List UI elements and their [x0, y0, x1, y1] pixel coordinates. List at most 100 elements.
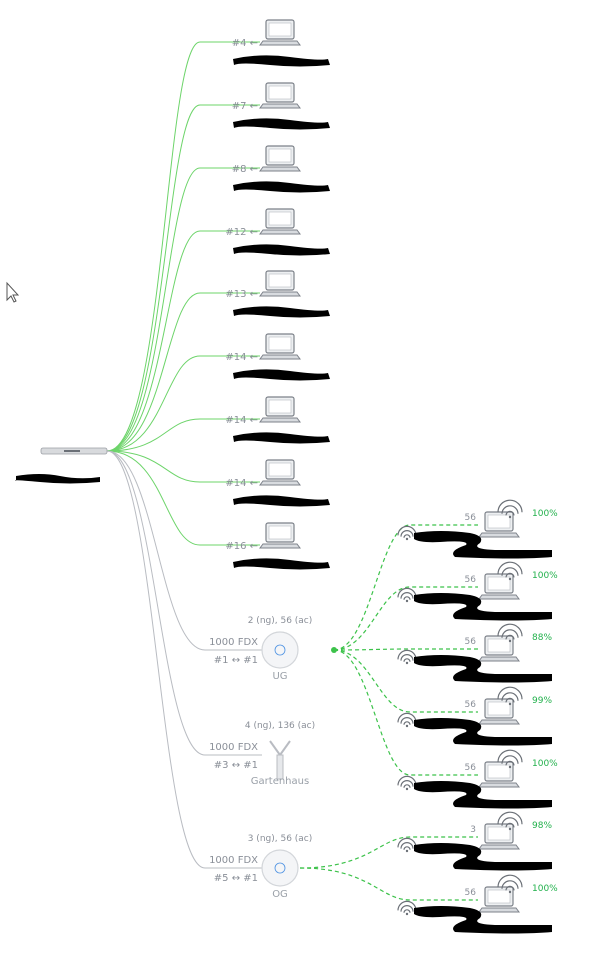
redacted-client-name: [233, 306, 330, 318]
wireless-link: [333, 649, 478, 776]
ap-client-count: 3 (ng), 56 (ac): [248, 834, 313, 844]
wireless-signal-strength: 98%: [532, 821, 552, 831]
wifi-signal-icon: [497, 811, 523, 831]
laptop-wifi-icon: [478, 823, 520, 850]
laptop-icon: [259, 459, 301, 486]
root-switch[interactable]: [15, 447, 108, 484]
ap-link-speed: 1000 FDX: [209, 637, 258, 648]
wifi-signal-icon: [497, 561, 523, 581]
ap-og[interactable]: 3 (ng), 56 (ac)1000 FDX#5 ↔ #1OG: [209, 834, 312, 900]
wireless-signal-strength: 99%: [532, 696, 552, 706]
wifi-signal-icon: [497, 874, 523, 894]
wireless-signal-strength: 100%: [532, 759, 558, 769]
wifi-signal-small-icon: [397, 900, 417, 916]
ap-name: Gartenhaus: [251, 776, 309, 787]
laptop-icon: [259, 396, 301, 423]
wireless-link: [299, 867, 478, 901]
wifi-signal-small-icon: [397, 837, 417, 853]
ap-link: [106, 450, 262, 869]
ap-link-speed: 1000 FDX: [209, 855, 258, 866]
redacted-client-name: [233, 432, 330, 444]
wired-link: [106, 292, 260, 452]
ap-link-ports: #1 ↔ #1: [214, 655, 258, 666]
redacted-client-name: [233, 244, 330, 256]
wired-client-port: #7 ←: [232, 101, 258, 112]
wired-links: [106, 41, 260, 546]
wired-link: [106, 41, 260, 452]
ap-client-count: 2 (ng), 56 (ac): [248, 616, 313, 626]
redacted-wireless-client-name: [414, 718, 552, 746]
wireless-link: [333, 648, 478, 651]
ap-link: [106, 450, 262, 756]
redacted-client-name: [233, 55, 330, 67]
access-points: 2 (ng), 56 (ac) 1000 FDX #1 ↔ #1 UG 4 (ng), …: [209, 616, 315, 900]
redacted-client-name: [233, 558, 330, 570]
wired-link: [106, 450, 260, 546]
wireless-channel: 56: [465, 575, 477, 585]
wired-client-port: #14 ←: [225, 478, 258, 489]
wired-client-port: #14 ←: [225, 352, 258, 363]
ap-link-ports: #5 ↔ #1: [214, 873, 258, 884]
wireless-link: [333, 586, 478, 651]
laptop-wifi-icon: [478, 886, 520, 913]
redacted-client-name: [233, 181, 330, 193]
wireless-channel: 56: [465, 763, 477, 773]
redacted-client-name: [233, 118, 330, 130]
laptop-icon: [259, 82, 301, 109]
redacted-switch-label: [15, 474, 100, 484]
ap-links: [106, 450, 262, 869]
laptop-icon: [259, 270, 301, 297]
laptop-icon: [259, 208, 301, 235]
mouse-cursor-icon: [6, 281, 20, 303]
laptop-wifi-icon: [478, 698, 520, 725]
wired-clients: #4 ←#7 ←#8 ←#12 ←#13 ←#14 ←#14 ←#14 ←#16…: [225, 19, 330, 570]
wired-link: [106, 230, 260, 452]
ap-link-ports: #3 ↔ #1: [214, 760, 258, 771]
wifi-signal-small-icon: [397, 649, 417, 665]
wireless-signal-strength: 100%: [532, 509, 558, 519]
laptop-icon: [259, 19, 301, 46]
laptop-wifi-icon: [478, 511, 520, 538]
access-point-round-icon: [261, 631, 299, 669]
access-point-round-icon: [261, 849, 299, 887]
laptop-icon: [259, 333, 301, 360]
wired-client-port: #12 ←: [225, 227, 258, 238]
laptop-wifi-icon: [478, 573, 520, 600]
wifi-signal-icon: [497, 623, 523, 643]
wireless-channel: 56: [465, 513, 477, 523]
ap-ug[interactable]: 2 (ng), 56 (ac) 1000 FDX #1 ↔ #1 UG: [209, 616, 312, 682]
redacted-wireless-client-name: [414, 843, 552, 871]
wireless-channel: 56: [465, 637, 477, 647]
wireless-channel: 56: [465, 888, 477, 898]
ap-link: [106, 450, 262, 651]
wireless-signal-strength: 88%: [532, 633, 552, 643]
wired-client-port: #4 ←: [232, 38, 258, 49]
wireless-channel: 56: [465, 700, 477, 710]
ap-link-speed: 1000 FDX: [209, 742, 258, 753]
laptop-icon: [259, 522, 301, 549]
wifi-signal-icon: [497, 749, 523, 769]
wired-client-port: #14 ←: [225, 415, 258, 426]
ap-gartenhaus[interactable]: 4 (ng), 136 (ac) 1000 FDX #3 ↔ #1 Gartenhau…: [209, 721, 315, 787]
ap-client-count: 4 (ng), 136 (ac): [245, 721, 315, 731]
wired-link: [106, 167, 260, 452]
redacted-wireless-client-name: [414, 655, 552, 683]
wired-client-port: #13 ←: [225, 289, 258, 300]
wired-link: [106, 104, 260, 452]
redacted-wireless-client-name: [414, 781, 552, 809]
wireless-hub-ug: [331, 647, 337, 653]
wired-client-port: #8 ←: [232, 164, 258, 175]
wired-link: [106, 355, 260, 452]
wifi-signal-icon: [497, 499, 523, 519]
ap-name: UG: [272, 671, 287, 682]
switch-port-leds: [64, 450, 80, 452]
laptop-wifi-icon: [478, 635, 520, 662]
redacted-wireless-client-name: [414, 906, 552, 934]
wifi-signal-small-icon: [397, 587, 417, 603]
redacted-wireless-client-name: [414, 531, 552, 559]
wifi-signal-small-icon: [397, 525, 417, 541]
wired-link: [106, 418, 260, 452]
wireless-link: [333, 649, 478, 713]
